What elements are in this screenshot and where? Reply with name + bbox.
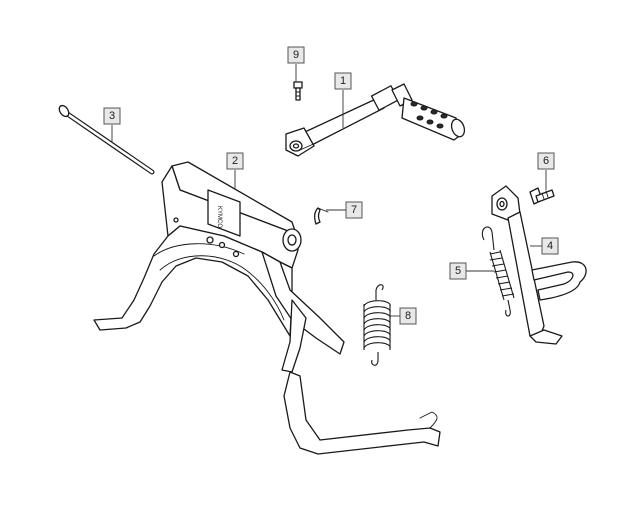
callout-5: 5 [449,262,494,280]
kick-starter-arm [285,83,466,157]
callout-label: 5 [455,265,461,277]
callout-label: 9 [293,49,299,61]
callout-3: 3 [103,107,121,142]
callout-label: 4 [547,240,553,252]
callout-label: 3 [109,110,115,122]
main-stand: KYMCO [93,161,441,455]
side-stand [491,185,587,345]
main-stand-spring [363,284,391,366]
callout-4: 4 [530,237,559,255]
callout-6: 6 [537,152,555,190]
stand-pivot-shaft [58,104,155,175]
callout-label: 1 [340,75,346,87]
callout-7: 7 [326,201,363,219]
cotter-pin [314,207,329,225]
stand-stamp: KYMCO [216,206,222,228]
kick-arm-bolt [293,81,303,101]
side-stand-spring [481,226,515,317]
side-stand-bolt [529,187,555,205]
callout-label: 8 [405,310,411,322]
callout-label: 7 [351,204,357,216]
callout-9: 9 [287,46,305,82]
callout-label: 6 [543,155,549,167]
callout-label: 2 [232,155,238,167]
callout-8: 8 [390,307,417,325]
callout-1: 1 [334,72,352,128]
callout-2: 2 [226,152,244,190]
